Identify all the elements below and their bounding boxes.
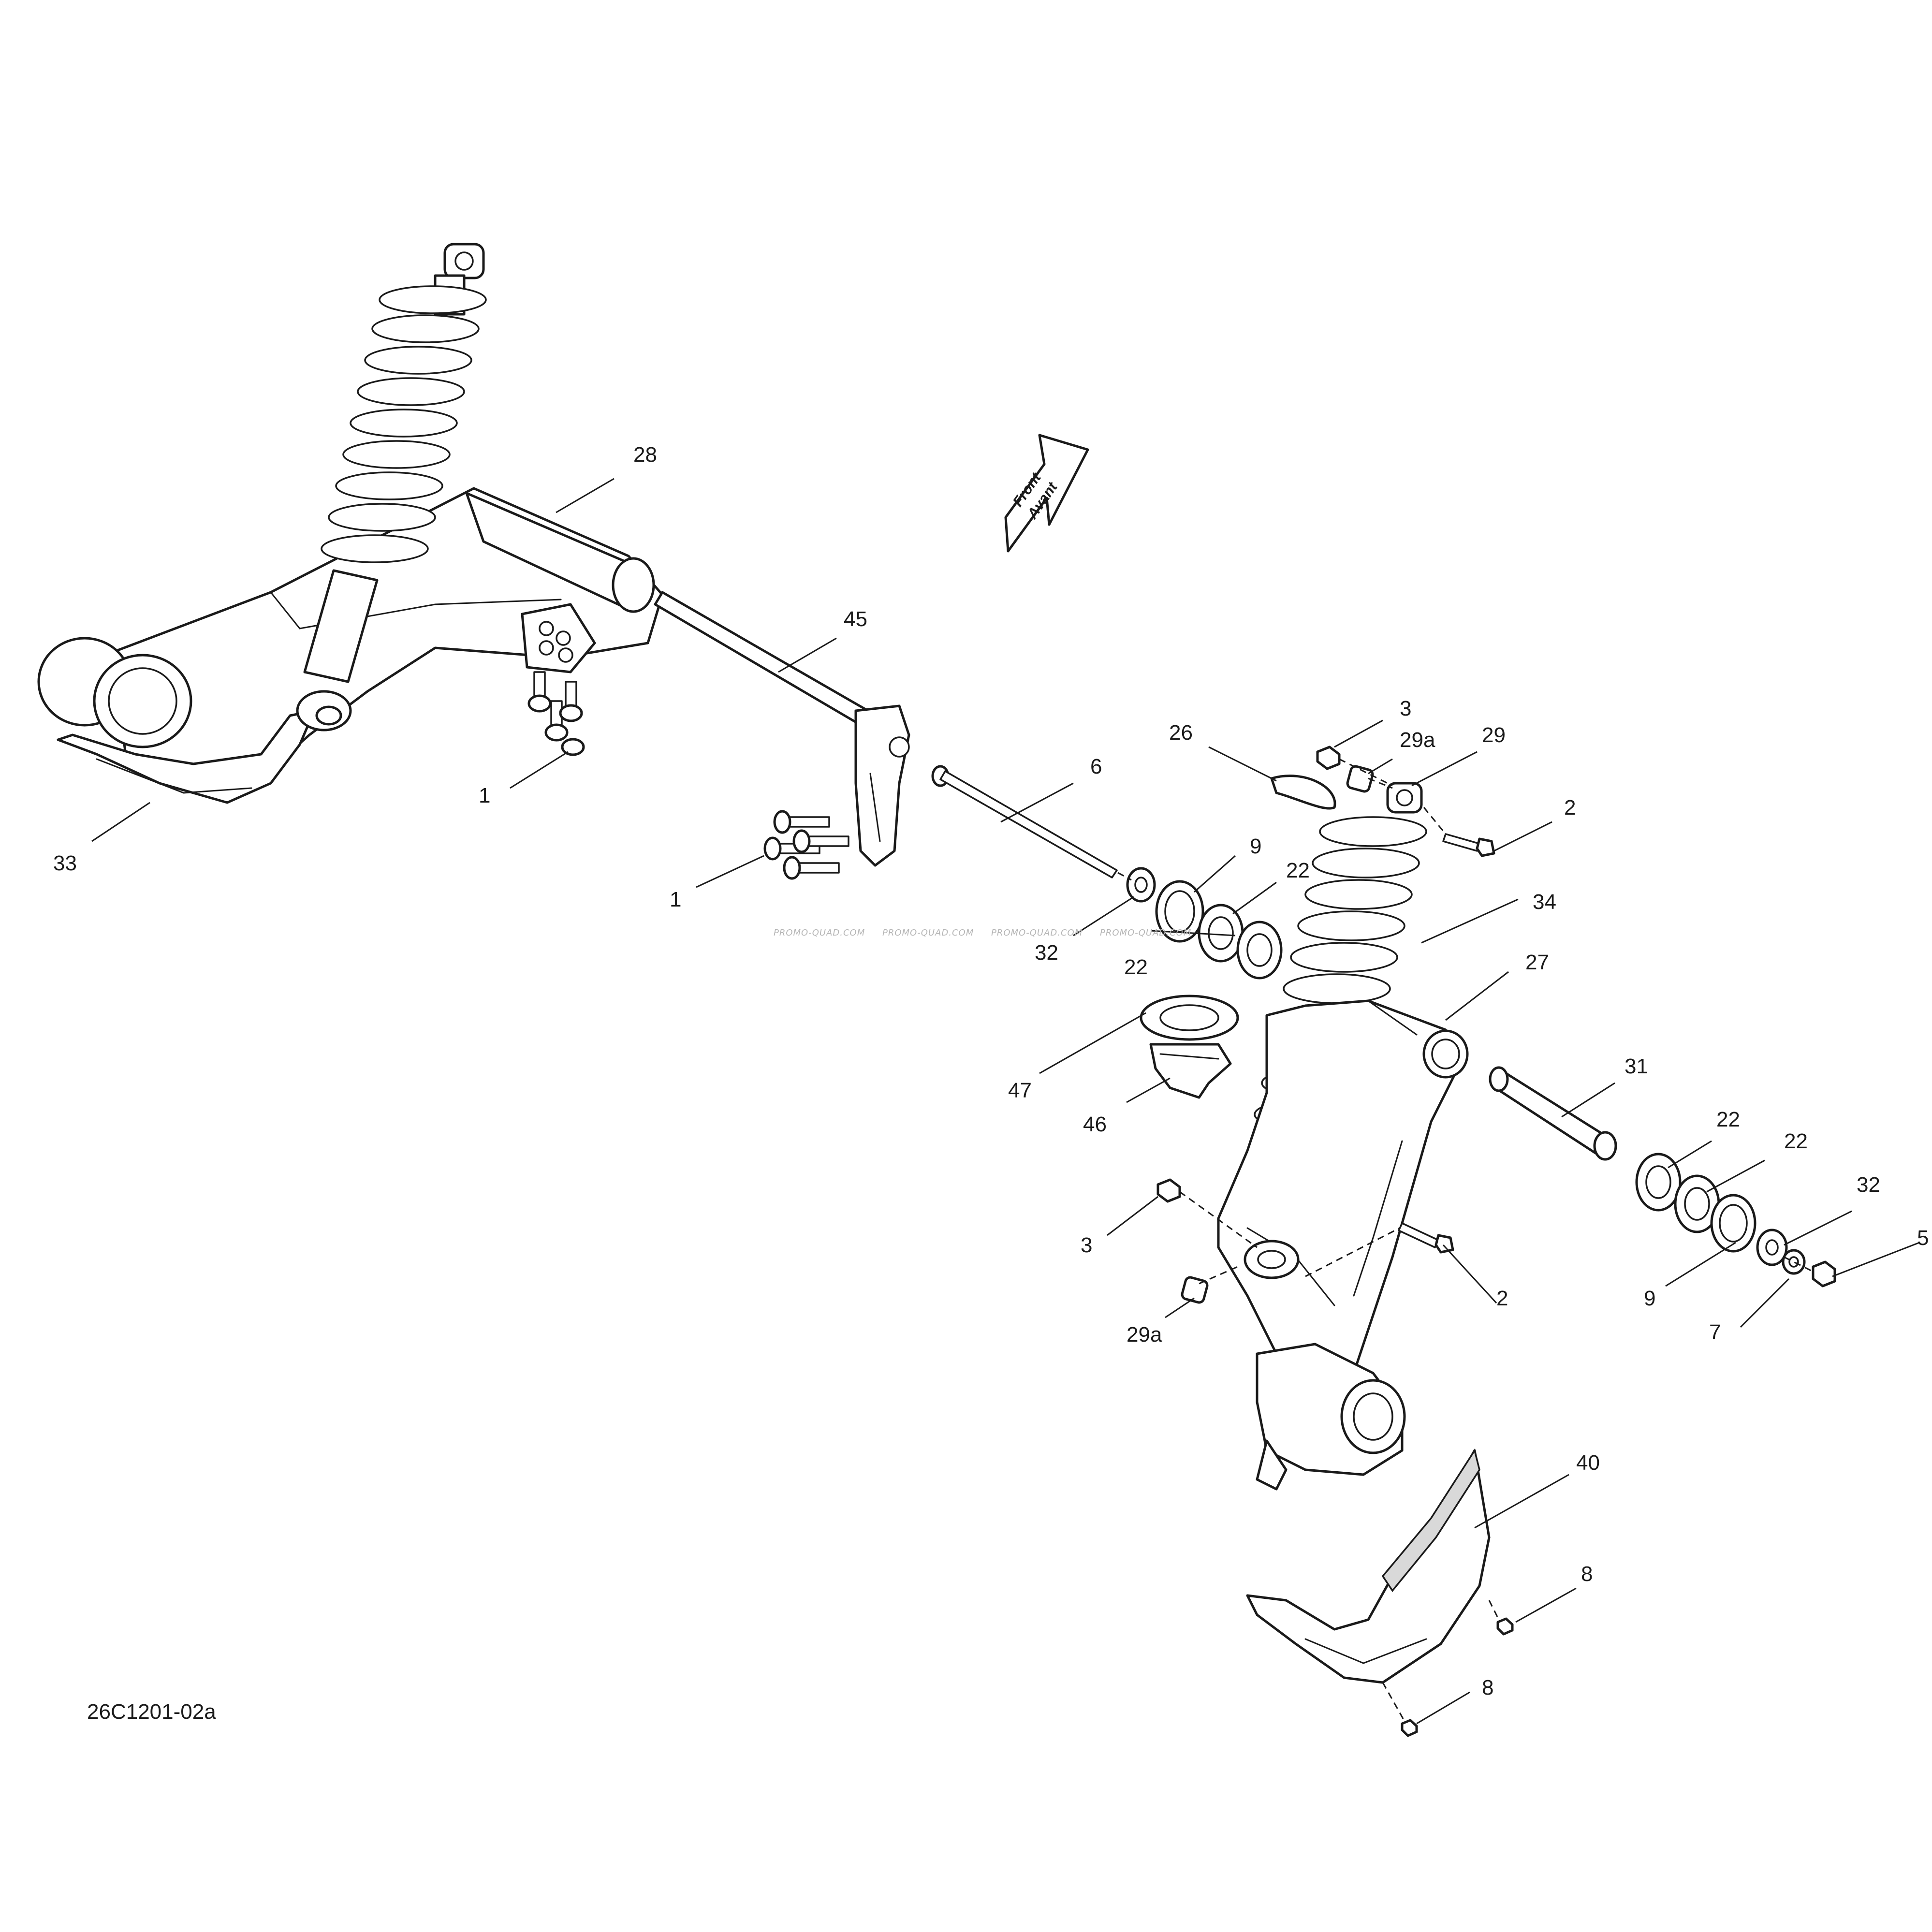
watermark-2: PROMO-QUAD.COM [882, 928, 974, 938]
bolt-lower [1398, 1222, 1454, 1254]
callout-29a-lower: 29a [1127, 1323, 1162, 1347]
nut-lower [1156, 1178, 1181, 1203]
callout-31: 31 [1625, 1054, 1648, 1078]
spring-seat-washer [1140, 995, 1239, 1041]
seal-left [1155, 880, 1204, 943]
watermark-3: PROMO-QUAD.COM [991, 928, 1083, 938]
bearing-lower-2 [1674, 1174, 1720, 1233]
callout-7: 7 [1709, 1320, 1721, 1344]
callout-46: 46 [1083, 1112, 1107, 1136]
callout-5: 5 [1917, 1226, 1929, 1250]
screw-upper [1496, 1617, 1514, 1636]
callout-9-upper: 9 [1250, 834, 1261, 858]
washer [1782, 1249, 1806, 1275]
callout-2-upper: 2 [1564, 796, 1576, 820]
screw-lower [1401, 1719, 1418, 1737]
bearing-upper-1 [1198, 904, 1244, 963]
callout-2-lower: 2 [1496, 1287, 1508, 1310]
bearing-lower-1 [1635, 1153, 1682, 1212]
front-direction-arrow: Front Avant [1004, 434, 1089, 553]
nut-axle [1812, 1260, 1836, 1288]
callout-34: 34 [1533, 890, 1556, 914]
drawing-reference: 26C1201-02a [87, 1700, 216, 1724]
cross-tube [654, 591, 910, 867]
callout-29: 29 [1482, 723, 1506, 747]
right-hub [1256, 1343, 1406, 1491]
left-bracket-bolts [527, 671, 585, 756]
bushing-upper [1346, 765, 1374, 793]
callout-6: 6 [1090, 755, 1102, 778]
bearing-upper-2 [1236, 921, 1283, 980]
watermark-4: PROMO-QUAD.COM [1100, 928, 1191, 938]
callout-47: 47 [1008, 1079, 1032, 1102]
through-bolt [931, 765, 1118, 878]
bump-stop [1149, 1043, 1232, 1099]
callout-3-lower: 3 [1081, 1233, 1092, 1257]
leader-lines [91, 478, 1920, 1725]
left-trailing-arm [37, 487, 664, 780]
callout-1-lower: 1 [670, 888, 681, 911]
left-shock-absorber [296, 243, 487, 732]
callout-32-lower: 32 [1857, 1173, 1880, 1197]
callout-33: 33 [53, 851, 77, 875]
callout-32-upper: 32 [1035, 941, 1058, 965]
callout-8-lower: 8 [1482, 1676, 1493, 1699]
bolt-upper [1442, 833, 1495, 857]
callout-22-a: 22 [1286, 859, 1310, 882]
bushing-lower [1181, 1276, 1209, 1304]
callout-22-d: 22 [1784, 1129, 1808, 1153]
seal-right [1710, 1194, 1756, 1253]
assembly-lines [1117, 758, 1814, 1722]
callout-26: 26 [1169, 721, 1193, 745]
right-skid-plate [1246, 1448, 1491, 1684]
callout-22-b: 22 [1124, 955, 1148, 979]
callout-27: 27 [1525, 951, 1549, 974]
spacer-right [1756, 1229, 1788, 1266]
callout-8-upper: 8 [1581, 1562, 1593, 1586]
callout-9-lower: 9 [1644, 1287, 1655, 1310]
callout-3-upper: 3 [1400, 697, 1411, 720]
nut-upper [1316, 746, 1341, 770]
callout-40: 40 [1576, 1451, 1600, 1475]
callout-28: 28 [633, 443, 657, 467]
callout-1-upper: 1 [479, 784, 490, 807]
left-coil-spring [321, 285, 487, 563]
loose-bolts [763, 810, 849, 880]
callout-29a-upper: 29a [1400, 728, 1435, 752]
callout-45: 45 [844, 607, 867, 631]
watermark-1: PROMO-QUAD.COM [774, 928, 865, 938]
lock-ring [1270, 775, 1336, 810]
spacer-left [1126, 867, 1156, 903]
watermarks: PROMO-QUAD.COM PROMO-QUAD.COM PROMO-QUAD… [774, 928, 1191, 938]
pivot-shaft [1489, 1066, 1617, 1161]
callouts: 28 45 33 1 1 6 26 3 29a 29 2 9 22 32 22 … [53, 443, 1929, 1699]
callout-22-c: 22 [1716, 1108, 1740, 1131]
